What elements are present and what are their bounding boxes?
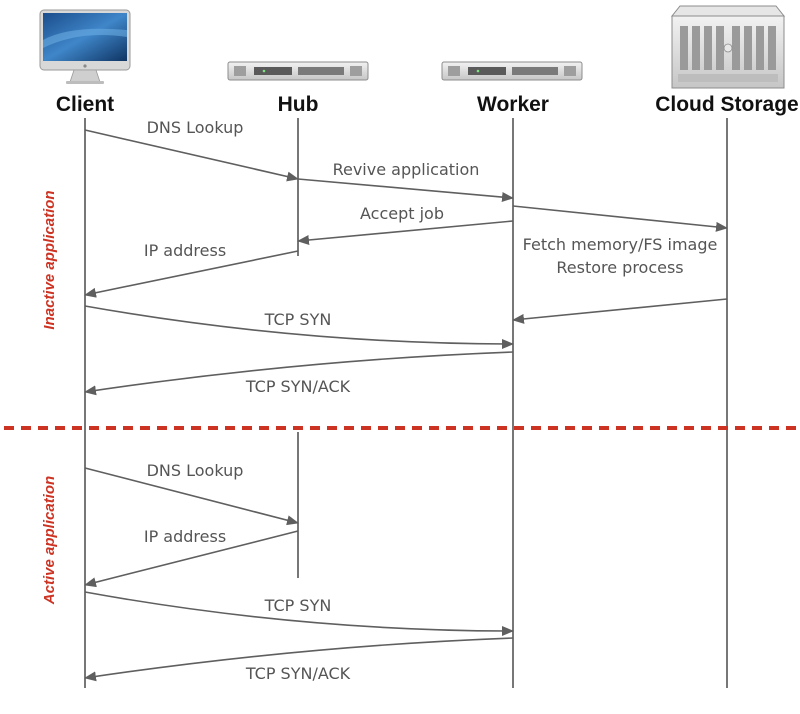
message-arrow	[512, 298, 728, 324]
message-label: Revive application	[333, 160, 480, 179]
message-label: TCP SYN/ACK	[245, 664, 351, 683]
message-arrow	[84, 305, 514, 349]
message-arrow	[297, 178, 514, 203]
message-arrow	[84, 129, 299, 182]
message-label: DNS Lookup	[147, 118, 244, 137]
message-label: IP address	[144, 527, 226, 546]
actor-label-cloud-storage: Cloud Storage	[655, 93, 799, 116]
process-note: Fetch memory/FS image	[523, 235, 718, 254]
message-arrow	[84, 637, 514, 682]
actor-label-worker: Worker	[477, 93, 549, 116]
process-note: Restore process	[556, 258, 683, 277]
message-arrow	[512, 205, 728, 232]
actor-label-hub: Hub	[278, 93, 319, 116]
message-arrow	[84, 467, 299, 526]
storage-array-icon	[670, 5, 786, 89]
phase-label-inactive: Inactive application	[41, 190, 58, 329]
message-label: TCP SYN	[264, 310, 332, 329]
message-label: TCP SYN	[264, 596, 332, 615]
rack-server-icon	[441, 61, 583, 81]
phase-label-active: Active application	[41, 476, 58, 605]
actor-label-client: Client	[56, 93, 114, 116]
rack-server-icon	[227, 61, 369, 81]
message-label: DNS Lookup	[147, 461, 244, 480]
message-label: Accept job	[360, 204, 444, 223]
imac-desktop-icon	[39, 9, 131, 84]
message-arrow	[297, 220, 514, 245]
message-arrow	[84, 351, 514, 396]
message-label: TCP SYN/ACK	[245, 377, 351, 396]
message-label: IP address	[144, 241, 226, 260]
message-arrow	[84, 530, 299, 588]
message-arrow	[84, 250, 299, 298]
message-arrow	[84, 591, 514, 636]
